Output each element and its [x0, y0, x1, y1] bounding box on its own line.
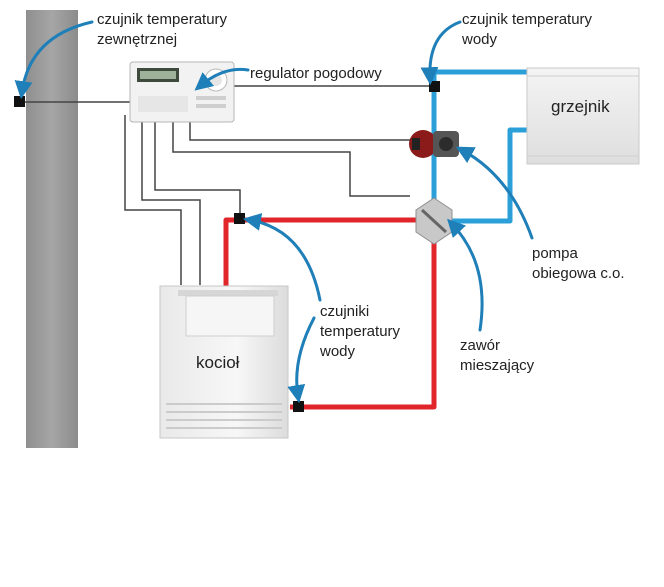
arrow-pump: [455, 146, 534, 240]
boiler-label: kocioł: [196, 353, 240, 372]
hot-supply: [223, 217, 420, 290]
water-sensors-label-3: wody: [319, 343, 356, 360]
outdoor-sensor-label-1: czujnik temperatury: [97, 11, 228, 28]
radiator-icon: [526, 67, 640, 165]
controller-icon: [129, 61, 235, 123]
arrow-valve: [447, 218, 484, 332]
pump-icon: [409, 130, 459, 158]
sensor-icon: [234, 213, 245, 224]
hot-pipes: [223, 217, 437, 410]
wire-pump: [189, 122, 418, 141]
wire-valve: [172, 122, 410, 197]
top-sensor-label-2: wody: [461, 31, 498, 48]
sensor-icon: [293, 401, 304, 412]
arrow-sensor-bottom: [287, 316, 316, 404]
water-sensors-label-2: temperatury: [320, 323, 401, 340]
pump-label-2: obiegowa c.o.: [532, 265, 625, 282]
sensor-icon: [14, 96, 25, 107]
callout-arrows: [14, 20, 534, 404]
wire-boiler: [124, 115, 182, 285]
wire-boiler-sensor: [141, 122, 201, 285]
wire-sensor-red: [154, 122, 241, 218]
mixing-valve-label-2: mieszający: [460, 357, 535, 374]
control-wires: [20, 85, 430, 285]
top-sensor-label-1: czujnik temperatury: [462, 11, 593, 28]
boiler-icon: [159, 285, 289, 439]
arrow-outdoor-sensor: [14, 20, 94, 100]
radiator-label: grzejnik: [551, 97, 610, 116]
arrow-top-sensor: [420, 20, 462, 86]
sensor-icon: [429, 81, 440, 92]
pump-label-1: pompa: [532, 245, 579, 262]
return-from-radiator: [452, 127, 528, 224]
arrow-controller: [194, 67, 250, 91]
controller-label: regulator pogodowy: [250, 65, 382, 82]
outdoor-sensor-label-2: zewnętrznej: [97, 31, 177, 48]
sensors: [14, 81, 440, 412]
wall: [26, 10, 78, 448]
mixing-valve-icon: [415, 197, 453, 245]
mixing-valve-label-1: zawór: [460, 337, 500, 354]
arrow-sensor-top: [242, 213, 322, 302]
water-sensors-label-1: czujniki: [320, 303, 369, 320]
hot-return: [290, 236, 437, 410]
